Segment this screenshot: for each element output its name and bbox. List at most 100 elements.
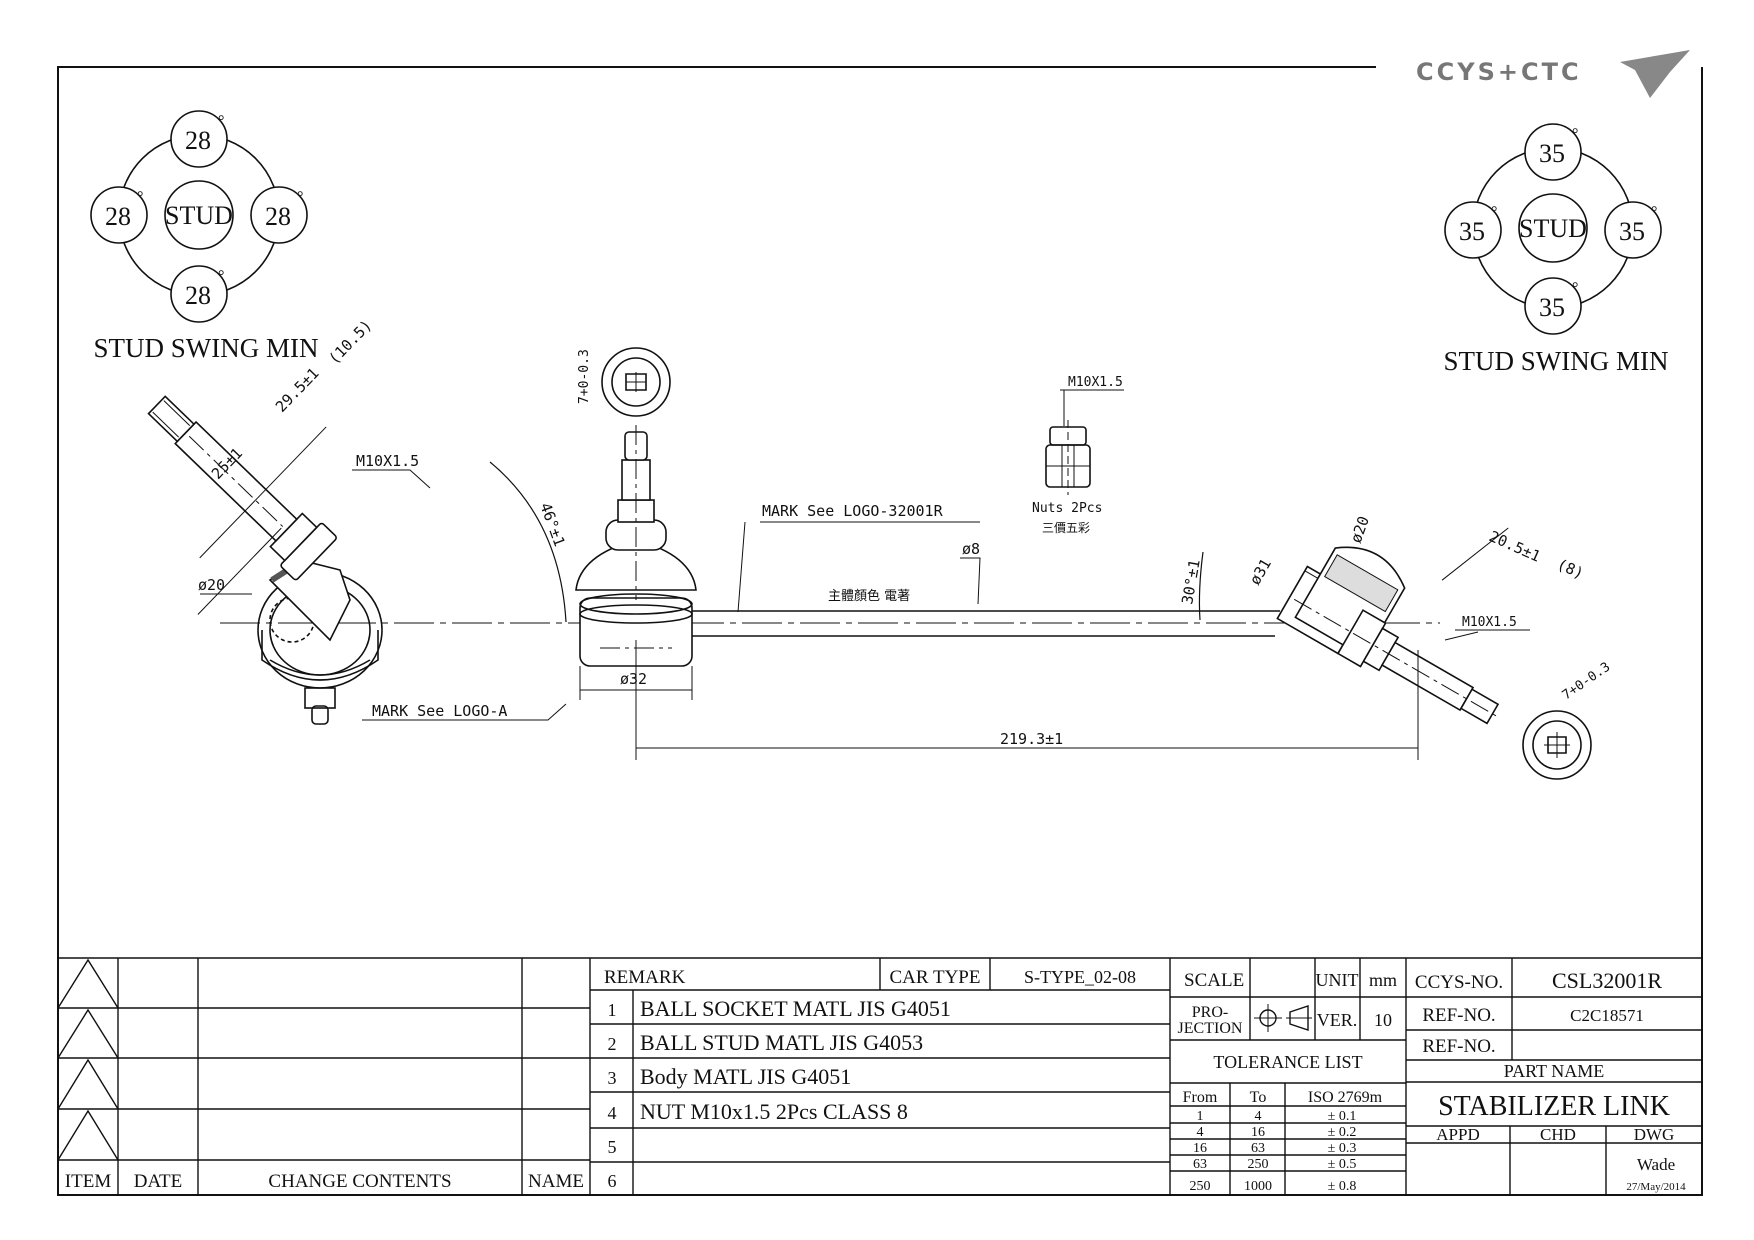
tol-val-3: ± 0.3 (1328, 1141, 1357, 1156)
stud-swing-right: STUD 35 35 35 35 ° ° ° ° STUD SWING MIN (1444, 123, 1669, 376)
tolerance-rows: 1 4 ± 0.1 4 16 ± 0.2 16 63 ± 0.3 63 250 … (1190, 1109, 1357, 1194)
remark-rows: 1 BALL SOCKET MATL JIS G4051 2 BALL STUD… (608, 996, 951, 1191)
remark-text-3: Body MATL JIS G4051 (640, 1064, 851, 1089)
scale-label: SCALE (1184, 970, 1244, 991)
swing-left-top: 28 (185, 126, 211, 155)
ref-no-1-label: REF-NO. (1422, 1005, 1495, 1026)
dim-body-color: 主體顏色 電著 (828, 588, 910, 604)
drawer-name: Wade (1637, 1155, 1675, 1174)
swing-right-deg-right: ° (1651, 204, 1657, 221)
center-ball-joint (575, 425, 697, 667)
sheet-border (57, 66, 1703, 1196)
remark-no-4: 4 (608, 1103, 617, 1123)
left-ball-joint (257, 559, 383, 725)
tol-val-4: ± 0.5 (1328, 1157, 1357, 1172)
part-name-value: STABILIZER LINK (1438, 1091, 1670, 1122)
remark-no-1: 1 (608, 1000, 617, 1020)
appd-label: APPD (1436, 1125, 1479, 1144)
swing-left-center: STUD (165, 201, 233, 230)
ver-value: 10 (1374, 1010, 1392, 1030)
remark-text-1: BALL SOCKET MATL JIS G4051 (640, 996, 951, 1021)
swing-left-deg-right: ° (297, 189, 303, 206)
center-hex-view (601, 347, 671, 417)
remark-text-2: BALL STUD MATL JIS G4053 (640, 1030, 923, 1055)
dim-phi31: ø31 (1246, 556, 1275, 588)
stud-swing-left: STUD 28 28 28 28 ° ° ° ° STUD SWING MIN (90, 110, 319, 363)
tol-val-1: ± 0.1 (1328, 1109, 1357, 1124)
swing-left-deg-left: ° (137, 189, 143, 206)
tol-val-2: ± 0.2 (1328, 1125, 1357, 1140)
dim-nuts: Nuts 2Pcs (1032, 501, 1102, 516)
rev-item-header: ITEM (65, 1171, 112, 1192)
tol-to-5: 1000 (1244, 1179, 1272, 1194)
ref-no-1-value: C2C18571 (1570, 1006, 1644, 1025)
dim-mark-logo-a: MARK See LOGO-A (372, 702, 507, 720)
swing-right-top: 35 (1539, 139, 1565, 168)
unit-label: UNIT (1316, 970, 1359, 990)
dim-nuts-cn: 三價五彩 (1042, 521, 1090, 535)
swing-left-deg-bottom: ° (218, 268, 224, 285)
dim-m10-right: M10X1.5 (1462, 615, 1517, 630)
swing-left-label: STUD SWING MIN (94, 333, 319, 363)
tol-from-5: 250 (1190, 1179, 1211, 1194)
dimension-lines (197, 389, 1530, 760)
angle-46-arc (489, 461, 567, 623)
car-type-label: CAR TYPE (890, 967, 981, 988)
unit-value: mm (1369, 970, 1397, 990)
dim-29-5: 29.5±1 (272, 364, 323, 415)
angle-30-arc (1198, 551, 1204, 621)
chd-label: CHD (1540, 1125, 1576, 1144)
dim-hex-top: 7+0-0.3 (577, 349, 592, 404)
tol-to-4: 250 (1248, 1157, 1269, 1172)
tol-from-2: 4 (1197, 1125, 1204, 1140)
remark-text-4: NUT M10x1.5 2Pcs CLASS 8 (640, 1099, 908, 1124)
left-ball-stud (147, 395, 337, 581)
tolerance-title: TOLERANCE LIST (1213, 1052, 1362, 1072)
dim-nut-thread: M10X1.5 (1068, 375, 1123, 390)
swing-right-right: 35 (1619, 217, 1645, 246)
remark-no-2: 2 (608, 1034, 617, 1054)
drawing-date: 27/May/2014 (1626, 1181, 1686, 1193)
remark-no-3: 3 (608, 1068, 617, 1088)
swing-right-center: STUD (1519, 214, 1587, 243)
dim-20-5: 20.5±1 (1486, 527, 1543, 565)
swing-right-deg-left: ° (1491, 204, 1497, 221)
link-drawing (147, 347, 1592, 780)
swing-right-bottom: 35 (1539, 293, 1565, 322)
remark-no-6: 6 (608, 1171, 617, 1191)
ref-no-2-label: REF-NO. (1422, 1036, 1495, 1057)
right-hex-view (1522, 710, 1592, 780)
swing-left-bottom: 28 (185, 281, 211, 310)
dim-m10-left: M10X1.5 (356, 452, 419, 470)
right-ball-joint (1276, 546, 1500, 725)
tol-val-5: ± 0.8 (1328, 1179, 1357, 1194)
rev-name-header: NAME (528, 1171, 584, 1192)
dim-phi8: ø8 (962, 540, 980, 558)
dim-phi20-left: ø20 (198, 576, 225, 594)
ccys-no-value: CSL32001R (1552, 968, 1662, 993)
rev-contents-header: CHANGE CONTENTS (268, 1171, 451, 1192)
brand-logo-mark (1620, 50, 1690, 98)
dim-10-5: (10.5) (325, 316, 376, 367)
swing-left-left: 28 (105, 202, 131, 231)
tol-to-3: 63 (1251, 1141, 1265, 1156)
tol-from-1: 1 (1197, 1109, 1204, 1124)
remark-no-5: 5 (608, 1137, 617, 1157)
tol-iso-header: ISO 2769m (1308, 1089, 1383, 1106)
dim-mark-logo-r: MARK See LOGO-32001R (762, 502, 944, 520)
swing-right-deg-top: ° (1572, 126, 1578, 143)
rev-date-header: DATE (134, 1171, 183, 1192)
projection-label: PRO-JECTION (1178, 1004, 1243, 1037)
tol-from-3: 16 (1193, 1141, 1207, 1156)
ver-label: VER. (1317, 1010, 1358, 1030)
brand-logo: CCYS+CTC (1416, 50, 1690, 98)
remark-header: REMARK (604, 967, 686, 988)
dwg-label: DWG (1634, 1125, 1675, 1144)
dim-phi32: ø32 (620, 670, 647, 688)
title-block: ITEM DATE CHANGE CONTENTS NAME REMARK CA… (57, 957, 1702, 1195)
swing-left-deg-top: ° (218, 113, 224, 130)
tol-to-header: To (1250, 1089, 1267, 1106)
swing-left-right: 28 (265, 202, 291, 231)
tol-from-4: 63 (1193, 1157, 1207, 1172)
